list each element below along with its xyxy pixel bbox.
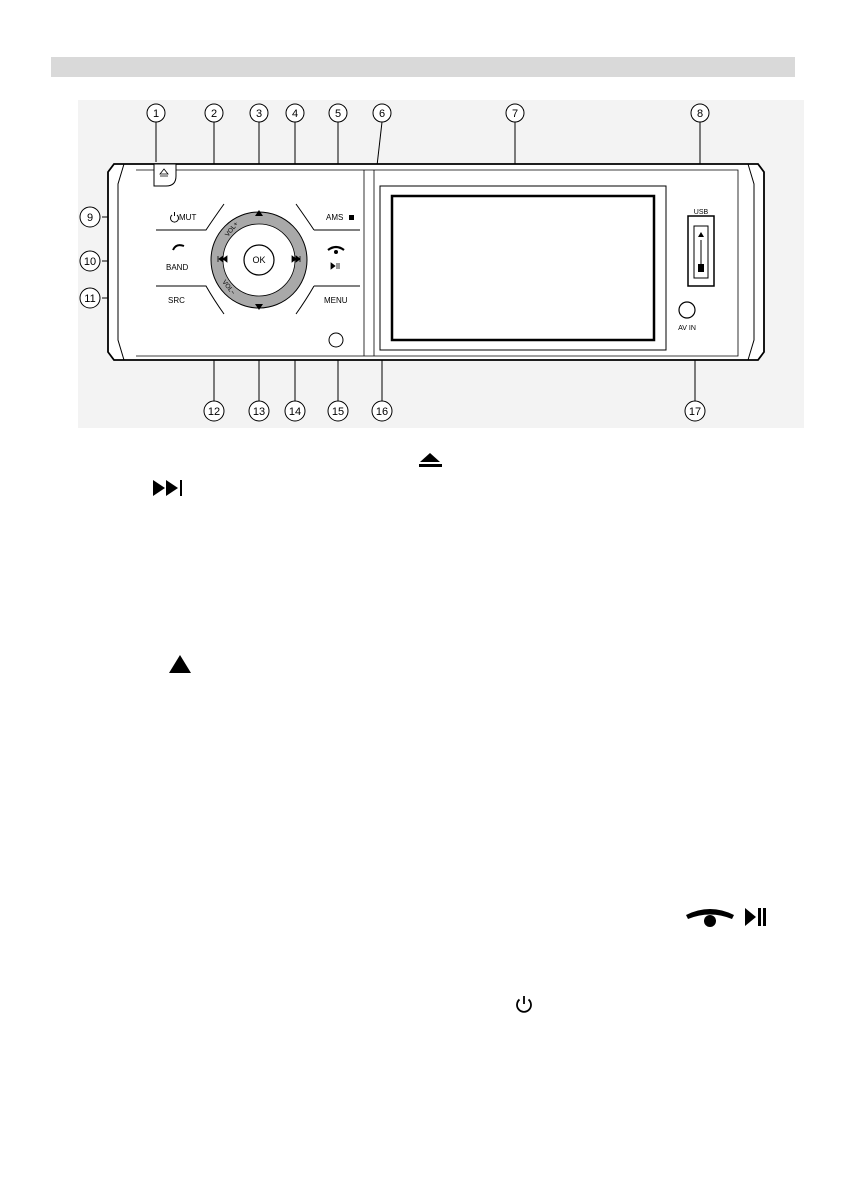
next-track-icon <box>153 480 182 496</box>
callout-9: 9 <box>79 206 101 228</box>
play-pause-icon <box>745 908 766 926</box>
callout-11: 11 <box>79 287 101 309</box>
svg-text:10: 10 <box>84 256 96 268</box>
control-knob <box>210 210 308 310</box>
src-label: SRC <box>168 296 185 305</box>
callout-8: 8 <box>690 103 710 123</box>
svg-text:16: 16 <box>376 406 388 418</box>
phone-hangup-icon <box>686 909 734 927</box>
button-separators <box>156 203 360 315</box>
svg-text:15: 15 <box>332 406 344 418</box>
svg-text:14: 14 <box>289 406 301 418</box>
up-arrow-icon <box>169 655 191 673</box>
av-in-jack <box>678 301 696 319</box>
callouts: 1 2 3 4 5 6 7 8 9 10 11 12 13 14 15 16 1… <box>79 103 710 422</box>
callout-4: 4 <box>285 103 305 123</box>
callout-12: 12 <box>203 400 225 422</box>
svg-text:6: 6 <box>379 108 385 120</box>
svg-text:7: 7 <box>512 108 518 120</box>
svg-text:2: 2 <box>211 108 217 120</box>
ir-sensor <box>328 332 344 348</box>
svg-text:3: 3 <box>256 108 262 120</box>
usb-label: USB <box>694 209 709 216</box>
svg-text:4: 4 <box>292 108 298 120</box>
menu-label: MENU <box>324 296 348 305</box>
svg-text:17: 17 <box>689 406 701 418</box>
band-label: BAND <box>166 263 188 272</box>
callout-13: 13 <box>248 400 270 422</box>
svg-text:11: 11 <box>84 293 95 305</box>
callout-15: 15 <box>327 400 349 422</box>
ok-label: OK <box>252 255 265 265</box>
svg-text:5: 5 <box>335 108 341 120</box>
mut-label: MUT <box>179 213 196 222</box>
panel-glyphs <box>159 168 354 270</box>
callout-1: 1 <box>146 103 166 123</box>
callout-3: 3 <box>249 103 269 123</box>
svg-text:8: 8 <box>697 108 703 120</box>
front-panel-diagram: MUT AMS BAND SRC MENU OK USB AV IN VOL+ … <box>78 100 804 428</box>
callout-7: 7 <box>505 103 525 123</box>
callout-5: 5 <box>328 103 348 123</box>
avin-label: AV IN <box>678 325 696 332</box>
usb-port <box>687 215 715 287</box>
callout-14: 14 <box>284 400 306 422</box>
callout-10: 10 <box>79 250 101 272</box>
ams-label: AMS <box>326 213 343 222</box>
callout-17: 17 <box>684 400 706 422</box>
svg-text:12: 12 <box>208 406 220 418</box>
callout-6: 6 <box>372 103 392 123</box>
svg-text:13: 13 <box>253 406 265 418</box>
callout-2: 2 <box>204 103 224 123</box>
svg-text:9: 9 <box>87 212 93 224</box>
power-icon <box>516 996 532 1013</box>
svg-text:1: 1 <box>153 108 159 120</box>
display-screen <box>379 185 667 351</box>
eject-icon <box>419 453 442 467</box>
section-header-bar <box>51 57 795 77</box>
callout-16: 16 <box>371 400 393 422</box>
